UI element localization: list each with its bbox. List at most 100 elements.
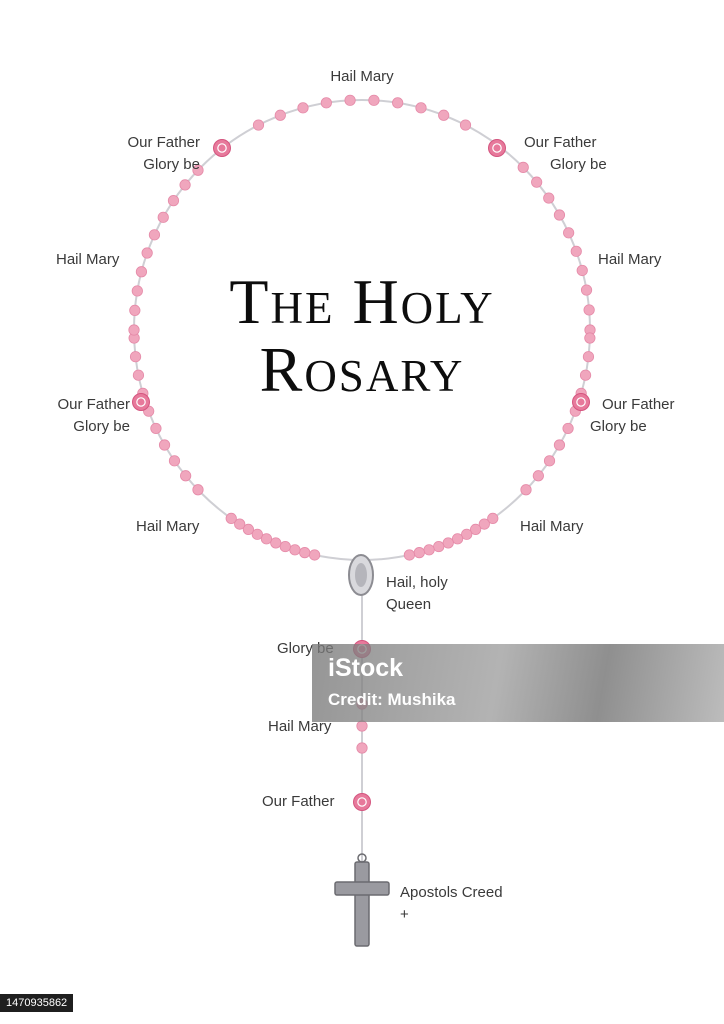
watermark-credit: Credit: Mushika xyxy=(328,690,456,709)
hail-mary-bead xyxy=(299,547,311,559)
hail-mary-bead xyxy=(150,422,162,435)
page-title: The Holy Rosary xyxy=(162,268,562,404)
stock-id-badge: 1470935862 xyxy=(0,994,74,1012)
hail-mary-bead xyxy=(562,422,574,435)
label-hail-mary-pendant: Hail Mary xyxy=(268,718,332,735)
hail-mary-bead xyxy=(344,94,356,106)
label-our-father-top-right: Our Father Glory be xyxy=(524,134,607,173)
label-our-father-pendant: Our Father xyxy=(262,793,335,810)
title-line-1: The Holy xyxy=(229,266,495,337)
crucifix-horizontal xyxy=(334,881,390,896)
hail-mary-bead xyxy=(487,512,499,525)
hail-mary-bead xyxy=(242,523,254,536)
hail-mary-bead xyxy=(403,549,416,561)
our-father-rose-mid-right-petal xyxy=(576,397,586,407)
hail-mary-bead xyxy=(579,369,592,381)
our-father-rose-top-left-petal xyxy=(217,143,227,153)
medal-figure xyxy=(355,563,367,587)
hail-mary-bead xyxy=(543,192,555,204)
hail-mary-bead xyxy=(179,179,191,191)
hail-mary-bead xyxy=(478,518,490,530)
hail-mary-bead xyxy=(576,264,588,277)
hail-mary-bead xyxy=(543,455,556,467)
hail-mary-bead xyxy=(297,102,309,114)
title-line-2: Rosary xyxy=(259,334,465,405)
label-hail-mary-bottom-left: Hail Mary xyxy=(136,518,200,535)
hail-mary-bead xyxy=(135,266,148,278)
hail-mary-bead xyxy=(570,245,582,257)
hail-mary-bead xyxy=(531,176,543,188)
our-father-rose-mid-right xyxy=(572,393,590,411)
hail-mary-bead xyxy=(279,540,291,553)
hail-mary-bead xyxy=(423,544,435,556)
hail-mary-bead xyxy=(252,119,265,131)
label-hail-mary-top: Hail Mary xyxy=(330,68,394,85)
pendant-hail-mary-bead xyxy=(356,720,368,732)
pendant-our-father-rose-petal xyxy=(357,797,367,807)
hail-mary-bead xyxy=(442,537,454,549)
hail-mary-bead xyxy=(148,229,161,241)
hail-mary-bead xyxy=(553,209,566,221)
hail-mary-bead xyxy=(582,351,595,363)
hail-mary-bead xyxy=(128,324,140,336)
hail-mary-bead xyxy=(168,455,181,467)
our-father-rose-top-right xyxy=(488,139,506,157)
hail-mary-bead xyxy=(157,211,169,223)
label-hail-mary-right: Hail Mary xyxy=(598,251,662,268)
hail-mary-bead xyxy=(368,94,380,106)
hail-mary-bead xyxy=(129,304,141,316)
hail-mary-bead xyxy=(308,549,321,561)
label-apostles-creed: Apostols Creed + xyxy=(400,884,503,923)
hail-mary-bead xyxy=(583,304,595,316)
our-father-rose-mid-left-petal xyxy=(136,397,146,407)
hail-mary-bead xyxy=(517,161,529,173)
label-hail-mary-bottom-right: Hail Mary xyxy=(520,518,584,535)
hail-mary-bead xyxy=(320,97,332,109)
hail-mary-bead xyxy=(192,484,204,496)
hail-mary-bead xyxy=(532,470,544,482)
hail-mary-bead xyxy=(234,518,246,530)
our-father-rose-top-left xyxy=(213,139,231,157)
hail-mary-bead xyxy=(415,102,427,114)
hail-mary-bead xyxy=(563,227,575,239)
hail-mary-bead xyxy=(251,528,263,540)
hail-mary-bead xyxy=(167,195,180,207)
hail-mary-bead xyxy=(270,537,282,549)
label-hail-mary-left: Hail Mary xyxy=(56,251,120,268)
hail-mary-bead xyxy=(433,540,445,553)
label-our-father-mid-left: Our Father Glory be xyxy=(57,396,130,435)
hail-mary-bead xyxy=(470,523,482,536)
our-father-rose-mid-left xyxy=(132,393,150,411)
label-hail-holy-queen: Hail, holy Queen xyxy=(386,574,448,613)
hail-mary-bead xyxy=(274,109,286,121)
hail-mary-bead xyxy=(225,512,237,525)
hail-mary-bead xyxy=(392,97,404,109)
hail-mary-bead xyxy=(438,109,450,121)
hail-mary-bead xyxy=(459,119,472,131)
hail-mary-bead xyxy=(553,439,566,451)
hail-mary-bead xyxy=(141,247,153,259)
istock-watermark: iStock Credit: Mushika xyxy=(312,644,724,722)
hail-mary-bead xyxy=(584,332,596,344)
label-our-father-top-left: Our Father Glory be xyxy=(127,134,200,173)
pendant-our-father-rose xyxy=(353,793,371,811)
hail-mary-bead xyxy=(461,528,473,540)
hail-mary-bead xyxy=(451,533,464,545)
hail-mary-bead xyxy=(413,547,425,559)
hail-mary-bead xyxy=(131,285,143,297)
crucifix-vertical xyxy=(354,861,370,947)
hail-mary-bead xyxy=(260,533,273,545)
crucifix-ring xyxy=(357,853,367,863)
our-father-rose-top-right-petal xyxy=(492,143,502,153)
hail-mary-bead xyxy=(132,369,145,381)
hail-mary-bead xyxy=(180,470,192,482)
hail-mary-bead xyxy=(289,544,301,556)
hail-mary-bead xyxy=(580,284,593,296)
hail-mary-bead xyxy=(520,484,532,496)
hail-mary-bead xyxy=(129,351,142,363)
pendant-hail-mary-bead xyxy=(356,742,368,754)
label-our-father-mid-right: Our Father Glory be xyxy=(590,396,675,435)
watermark-brand: iStock xyxy=(328,654,404,682)
